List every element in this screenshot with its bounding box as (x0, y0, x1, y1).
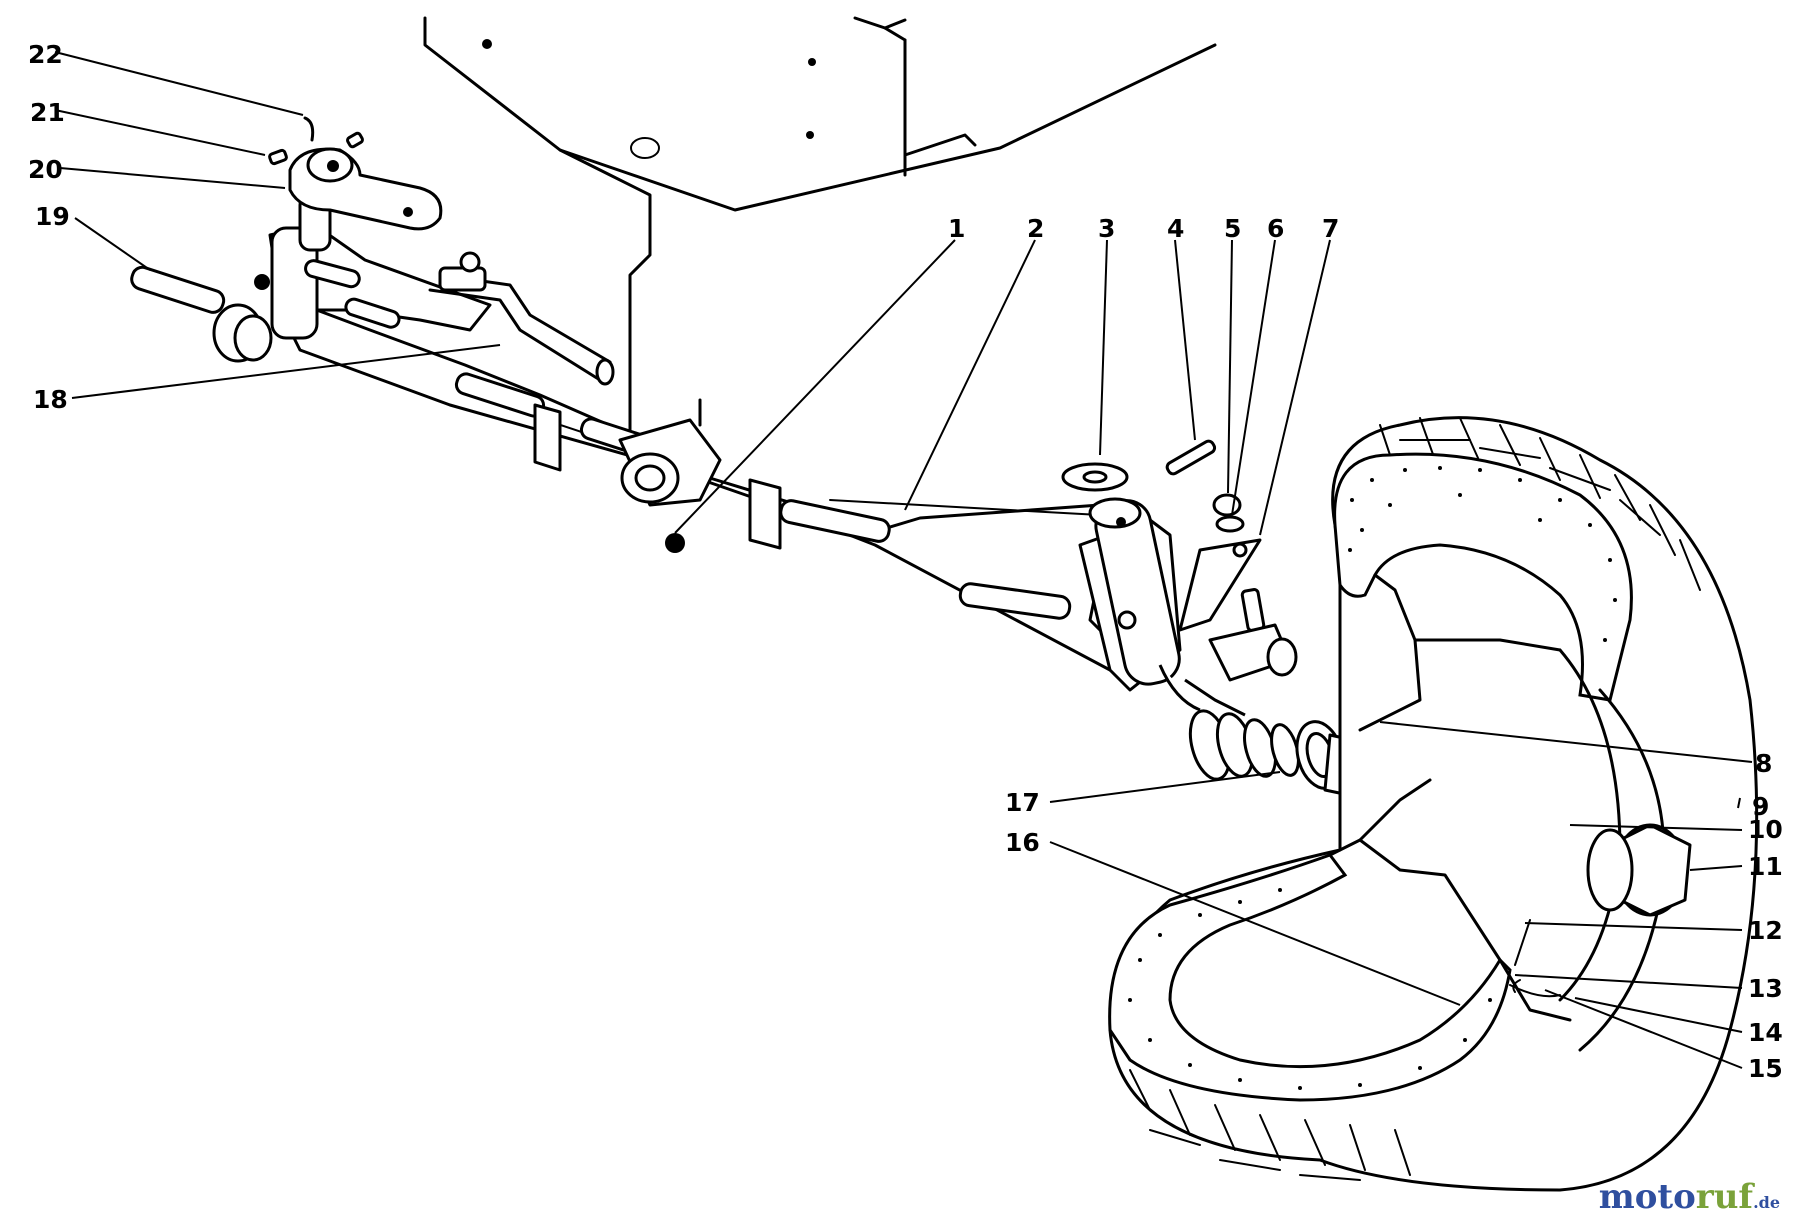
axle-beam (288, 298, 1132, 672)
callout-labels: 22 21 20 19 18 1 2 3 4 5 6 7 8 9 10 11 1… (28, 40, 1783, 1083)
callout-10: 10 (1748, 815, 1783, 844)
callout-18: 18 (33, 385, 68, 414)
callout-21: 21 (30, 98, 65, 127)
callout-15: 15 (1748, 1054, 1783, 1083)
leader-lines (54, 51, 1753, 1069)
callout-17: 17 (1005, 788, 1040, 817)
watermark-part-2: ruf (1695, 1177, 1754, 1217)
callout-7: 7 (1322, 214, 1339, 243)
callout-3: 3 (1098, 214, 1115, 243)
wheel-and-tire (1108, 416, 1759, 1192)
right-spindle-assembly (1061, 439, 1298, 692)
upper-foam-texture (1348, 466, 1617, 642)
callout-12: 12 (1748, 916, 1783, 945)
callout-11: 11 (1748, 852, 1783, 881)
watermark-part-3: .de (1753, 1193, 1780, 1212)
callout-2: 2 (1027, 214, 1044, 243)
callout-19: 19 (35, 202, 70, 231)
watermark-part-1: moto (1598, 1177, 1696, 1217)
callout-9: 9 (1752, 792, 1769, 821)
callout-1: 1 (948, 214, 965, 243)
chassis-frame (423, 16, 1217, 472)
lower-foam-texture (1128, 888, 1492, 1090)
left-spindle-assembly (130, 116, 615, 386)
callout-22: 22 (28, 40, 63, 69)
motoruf-watermark: motoruf.de (1599, 1177, 1780, 1217)
callout-6: 6 (1267, 214, 1284, 243)
callout-8: 8 (1755, 749, 1772, 778)
callout-14: 14 (1748, 1018, 1783, 1047)
callout-5: 5 (1224, 214, 1241, 243)
callout-4: 4 (1167, 214, 1184, 243)
callout-16: 16 (1005, 828, 1040, 857)
callout-20: 20 (28, 155, 63, 184)
callout-13: 13 (1748, 974, 1783, 1003)
